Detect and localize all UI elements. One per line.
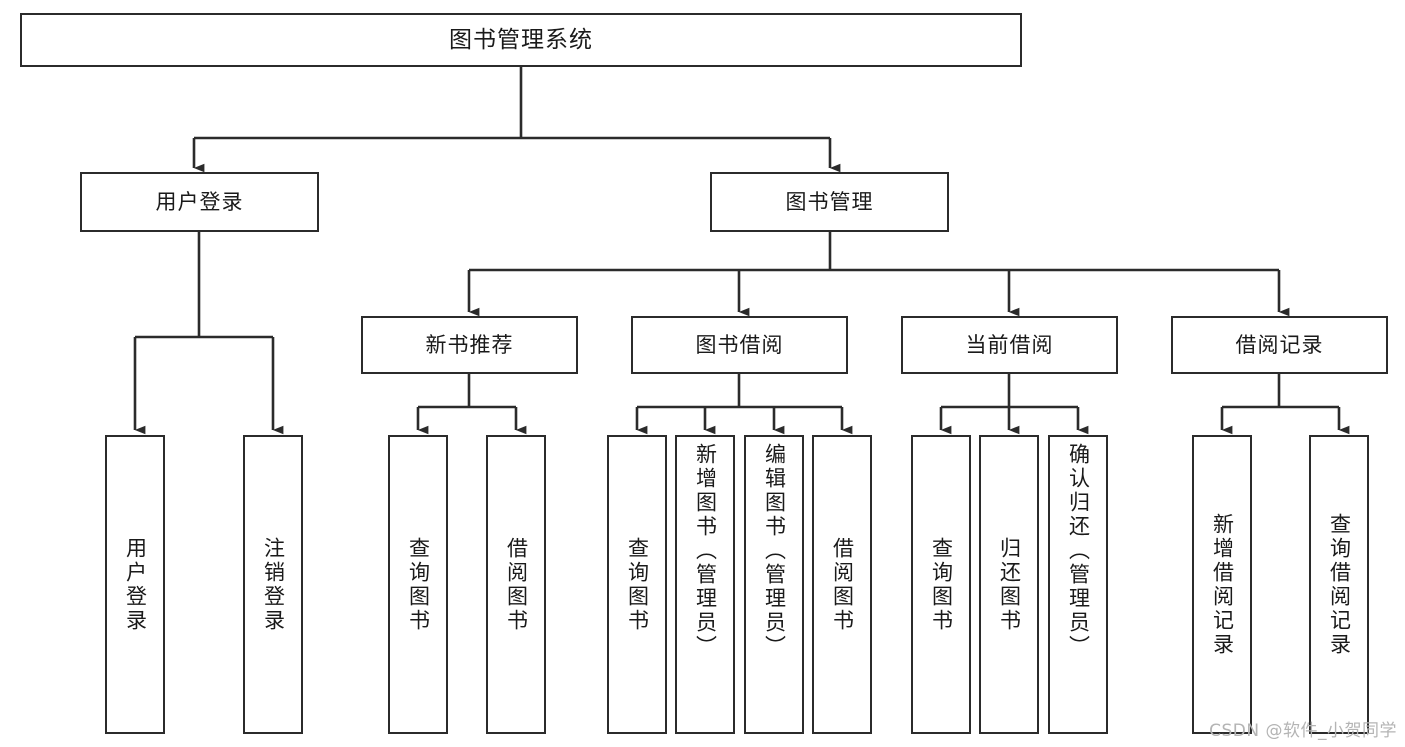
node-book-management[interactable]: 图书管理 <box>710 172 949 232</box>
leaf-user-login[interactable]: 用户登录 <box>105 435 165 734</box>
node-user-login[interactable]: 用户登录 <box>80 172 319 232</box>
node-label: 借阅记录 <box>1235 332 1324 357</box>
node-label: 借阅图书 <box>504 536 529 633</box>
node-label: 图书借阅 <box>695 332 784 357</box>
node-label: 查询图书 <box>929 536 954 633</box>
node-label: 新书推荐 <box>425 332 514 357</box>
node-label: 注销登录 <box>261 536 286 633</box>
leaf-query-book-current[interactable]: 查询图书 <box>911 435 971 734</box>
node-book-management-system[interactable]: 图书管理系统 <box>20 13 1022 67</box>
leaf-borrow-book[interactable]: 借阅图书 <box>812 435 872 734</box>
node-book-borrow[interactable]: 图书借阅 <box>631 316 848 374</box>
node-label: 新增图书（管理员） <box>693 443 718 659</box>
node-borrow-record[interactable]: 借阅记录 <box>1171 316 1388 374</box>
node-label: 查询图书 <box>625 536 650 633</box>
node-label: 借阅图书 <box>830 536 855 633</box>
node-label: 用户登录 <box>123 536 148 633</box>
leaf-edit-book-admin[interactable]: 编辑图书（管理员） <box>744 435 804 734</box>
leaf-query-book-recommend[interactable]: 查询图书 <box>388 435 448 734</box>
leaf-return-book[interactable]: 归还图书 <box>979 435 1039 734</box>
node-label: 用户登录 <box>155 189 244 214</box>
leaf-logout[interactable]: 注销登录 <box>243 435 303 734</box>
node-label: 编辑图书（管理员） <box>762 443 787 659</box>
leaf-add-book-admin[interactable]: 新增图书（管理员） <box>675 435 735 734</box>
node-label: 查询图书 <box>406 536 431 633</box>
node-label: 当前借阅 <box>965 332 1054 357</box>
node-label: 新增借阅记录 <box>1210 512 1235 657</box>
node-label: 确认归还（管理员） <box>1066 443 1091 659</box>
node-label: 图书管理系统 <box>449 26 593 53</box>
node-current-borrow[interactable]: 当前借阅 <box>901 316 1118 374</box>
leaf-confirm-return-admin[interactable]: 确认归还（管理员） <box>1048 435 1108 734</box>
leaf-query-borrow-record[interactable]: 查询借阅记录 <box>1309 435 1369 734</box>
node-label: 归还图书 <box>997 536 1022 633</box>
node-new-book-recommend[interactable]: 新书推荐 <box>361 316 578 374</box>
leaf-query-book-borrow[interactable]: 查询图书 <box>607 435 667 734</box>
leaf-add-borrow-record[interactable]: 新增借阅记录 <box>1192 435 1252 734</box>
node-label: 图书管理 <box>785 189 874 214</box>
leaf-borrow-book-recommend[interactable]: 借阅图书 <box>486 435 546 734</box>
node-label: 查询借阅记录 <box>1327 512 1352 657</box>
